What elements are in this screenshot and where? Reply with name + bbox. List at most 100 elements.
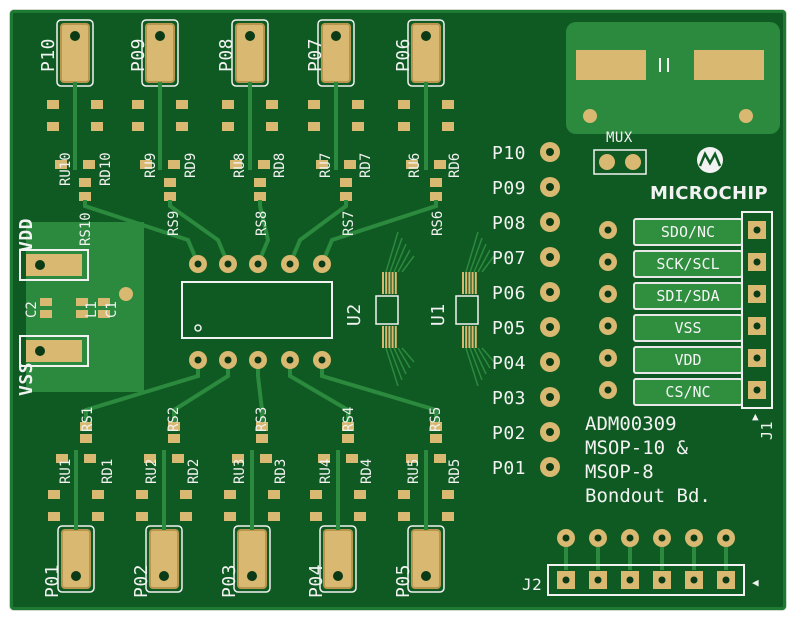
j1-label: J1 bbox=[758, 420, 776, 440]
bottom-pad-hole-4 bbox=[333, 571, 343, 581]
rs-bottom-pad-b-2 bbox=[168, 434, 180, 443]
label-rs4: RS4 bbox=[341, 406, 357, 432]
u2-pin-top-3 bbox=[388, 272, 391, 294]
label-ru9: RU9 bbox=[143, 152, 159, 178]
j1-left-hole-4 bbox=[604, 322, 612, 330]
top-smd-pad-2-6 bbox=[168, 160, 180, 169]
u2-fan-bottom-5 bbox=[401, 347, 415, 363]
rs-bottom-pad-a-5 bbox=[430, 422, 442, 431]
rs-bottom-pad-a-2 bbox=[168, 422, 180, 431]
dip-top-hole-5 bbox=[318, 260, 326, 268]
microchip-logo: MICROCHIP bbox=[650, 183, 768, 204]
label-ru1: RU1 bbox=[58, 458, 74, 484]
tp-label-p09: P09 bbox=[492, 178, 527, 199]
u2-fan-bottom-3 bbox=[393, 347, 407, 375]
top-smd-pad-3-1 bbox=[222, 100, 234, 109]
label-ru3: RU3 bbox=[232, 458, 248, 484]
u2-pin-bottom-2 bbox=[385, 326, 388, 348]
u2-fan-bottom-1 bbox=[385, 347, 399, 387]
top-route-3 bbox=[256, 200, 271, 265]
dip-bottom-hole-2 bbox=[224, 356, 232, 364]
power-smd-1 bbox=[40, 298, 52, 306]
u1-label: U1 bbox=[428, 303, 449, 326]
bottom-smd-pad-5-5 bbox=[406, 454, 418, 463]
test-point-hole-10 bbox=[546, 463, 554, 471]
mux-jumper-outline bbox=[593, 149, 647, 175]
label-ru4: RU4 bbox=[318, 458, 334, 484]
u2-pin-top-1 bbox=[382, 272, 384, 294]
bottom-smd-pad-1-1 bbox=[48, 490, 60, 499]
bottom-smd-pad-1-3 bbox=[48, 512, 60, 521]
label-rd7: RD7 bbox=[358, 152, 374, 178]
l1-label: L1 bbox=[84, 301, 100, 318]
bottom-pad-hole-3 bbox=[247, 571, 257, 581]
top-pad-hole-3 bbox=[245, 31, 255, 41]
j2-top-hole-2 bbox=[594, 534, 602, 542]
bottom-smd-pad-5-6 bbox=[434, 454, 446, 463]
u2-fan-top-1 bbox=[385, 231, 399, 273]
u2-fan-top-3 bbox=[393, 243, 407, 273]
power-smd-3 bbox=[76, 298, 88, 306]
pad-label-p05: P05 bbox=[393, 563, 414, 598]
u2-fan-bottom-4 bbox=[397, 347, 411, 369]
label-ru2: RU2 bbox=[144, 458, 160, 484]
bottom-smd-pad-1-5 bbox=[56, 454, 68, 463]
mux-jumper-1 bbox=[599, 154, 615, 170]
dip-top-hole-4 bbox=[286, 260, 294, 268]
mux-label: MUX bbox=[606, 130, 633, 146]
u1-pin-top-3 bbox=[468, 272, 471, 294]
tp-label-p01: P01 bbox=[492, 458, 527, 479]
top-smd-pad-5-6 bbox=[434, 160, 446, 169]
bottom-smd-pad-5-1 bbox=[398, 490, 410, 499]
power-smd-4 bbox=[76, 310, 88, 318]
rs-top-pad-b-1 bbox=[79, 192, 91, 201]
label-ru10: RU10 bbox=[58, 152, 74, 186]
microchip-logo-text: MICROCHIP bbox=[650, 183, 768, 204]
mux-pad-left bbox=[576, 50, 646, 80]
label-rs1: RS1 bbox=[80, 406, 96, 432]
top-pad-hole-5 bbox=[421, 31, 431, 41]
j1-arrow-icon: ▲ bbox=[752, 410, 760, 423]
rs-bottom-pad-b-4 bbox=[342, 434, 354, 443]
rs-bottom-pad-a-1 bbox=[80, 422, 92, 431]
top-smd-pad-1-3 bbox=[47, 122, 59, 131]
u1-pin-top-2 bbox=[465, 272, 468, 294]
u2-pin-top-4 bbox=[391, 272, 394, 294]
top-smd-pad-1-2 bbox=[91, 100, 103, 109]
vdd-pad bbox=[26, 254, 82, 276]
vdd-label: VDD bbox=[16, 217, 37, 252]
pad-label-p03: P03 bbox=[219, 563, 240, 598]
label-rs10: RS10 bbox=[78, 212, 94, 246]
label-rd6: RD6 bbox=[447, 152, 463, 178]
label-rd10: RD10 bbox=[98, 152, 114, 186]
test-point-hole-4 bbox=[546, 253, 554, 261]
j1-left-hole-2 bbox=[604, 258, 612, 266]
label-rd3: RD3 bbox=[273, 458, 289, 484]
bottom-pad-hole-2 bbox=[159, 571, 169, 581]
rs-bottom-pad-b-3 bbox=[256, 434, 268, 443]
label-rd9: RD9 bbox=[183, 152, 199, 178]
top-smd-pad-2-3 bbox=[132, 122, 144, 131]
bottom-smd-pad-4-4 bbox=[354, 512, 366, 521]
mux-jumper-2 bbox=[625, 154, 641, 170]
rs-top-pad-a-5 bbox=[430, 178, 442, 187]
top-smd-pad-2-4 bbox=[176, 122, 188, 131]
bottom-smd-pad-4-3 bbox=[310, 512, 322, 521]
label-rs3: RS3 bbox=[254, 406, 270, 432]
bottom-pad-hole-1 bbox=[71, 571, 81, 581]
bottom-smd-pad-3-4 bbox=[268, 512, 280, 521]
top-smd-pad-1-5 bbox=[55, 160, 67, 169]
rs-bottom-pad-b-5 bbox=[430, 434, 442, 443]
top-smd-pad-2-2 bbox=[176, 100, 188, 109]
test-point-hole-7 bbox=[546, 358, 554, 366]
j2-arrow-icon: ◀ bbox=[752, 576, 760, 589]
j1-left-hole-5 bbox=[604, 354, 612, 362]
top-smd-pad-5-1 bbox=[398, 100, 410, 109]
u2-fan-top-5 bbox=[401, 255, 415, 273]
dip-top-hole-3 bbox=[254, 260, 262, 268]
rs-top-pad-a-2 bbox=[164, 178, 176, 187]
dip-bottom-hole-4 bbox=[286, 356, 294, 364]
bottom-smd-pad-3-6 bbox=[260, 454, 272, 463]
microchip-logo-m bbox=[698, 151, 722, 167]
j2-top-hole-3 bbox=[626, 534, 634, 542]
